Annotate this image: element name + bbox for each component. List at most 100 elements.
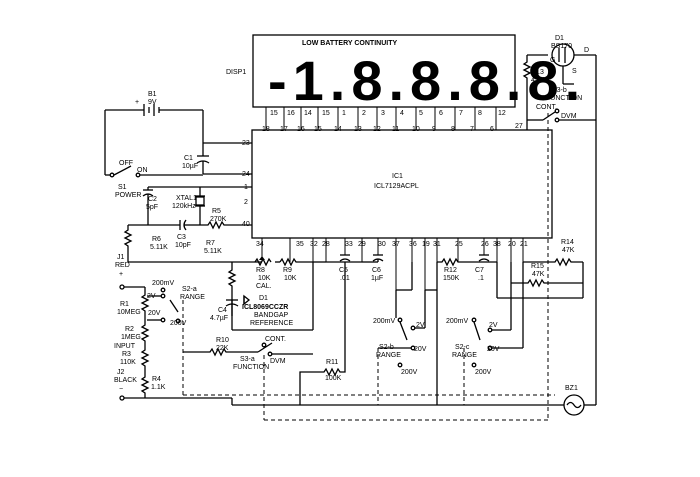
buzzer-bz1: BZ1 — [560, 385, 596, 416]
b1-ref: B1 — [148, 91, 157, 98]
ic-pin-10: 10 — [412, 126, 420, 133]
r12-value: 150K — [443, 275, 460, 282]
r10-ref: R10 — [216, 337, 229, 344]
resistor-r7: R7 5.11K — [204, 240, 237, 320]
d1-top-drain: D — [584, 47, 589, 54]
ic-pin-26: 26 — [481, 241, 489, 248]
ic-pin-35: 35 — [296, 241, 304, 248]
r14-ref: R14 — [561, 239, 574, 246]
input-jack-j2[interactable]: J2 BLACK − — [114, 369, 137, 401]
switch-s2c-range: 200mV 2V 20V 200V S2-c RANGE — [446, 262, 524, 405]
s3b-ref: S3-b — [552, 87, 567, 94]
disp-pin-15b: 15 — [322, 110, 330, 117]
d1-top-ref: D1 — [555, 35, 564, 42]
s2b-name: RANGE — [376, 352, 401, 359]
s2b-ref: S2-b — [379, 344, 394, 351]
d1-top-part: BS170 — [551, 43, 572, 50]
s2c-name: RANGE — [452, 352, 477, 359]
s3a-ref: S3-a — [240, 356, 255, 363]
s2c-pos-20v: 20V — [487, 346, 500, 353]
r3-ref: R3 — [122, 351, 131, 358]
s2a-pos-200v: 200V — [170, 320, 187, 327]
b1-value: 9V — [148, 99, 157, 106]
switch-s2b-range: 200mV 2V 20V 200V S2-b RANGE — [373, 290, 427, 405]
ic-pin-9: 9 — [432, 126, 436, 133]
ic-pin-21: 21 — [520, 241, 528, 248]
capacitor-c4: C4 4.7µF — [210, 299, 239, 322]
r8-value: 10K — [258, 275, 271, 282]
resistor-r6: R6 5.11K — [123, 224, 262, 263]
input-jack-j1[interactable]: J1 RED + — [115, 254, 145, 290]
r5-ref: R5 — [212, 208, 221, 215]
r9-value: 10K — [284, 275, 297, 282]
display-ref: DISP1 — [226, 69, 246, 76]
resistor-r14: R14 47K — [523, 239, 584, 283]
r15-ref: R15 — [531, 263, 544, 270]
s2c-pos-200v: 200V — [475, 369, 492, 376]
disp-pin-1: 1 — [342, 110, 346, 117]
d1-ref-part: ICL8069CCZR — [242, 304, 288, 311]
ic-pin-25: 25 — [455, 241, 463, 248]
c6-ref: C6 — [372, 267, 381, 274]
ic-pin-7: 7 — [470, 126, 474, 133]
d1-top-gate: G — [550, 57, 555, 64]
c5-ref: C5 — [339, 267, 348, 274]
s1-off: OFF — [119, 160, 133, 167]
ic-pin-30: 30 — [378, 241, 386, 248]
ic-pin-16: 16 — [297, 126, 305, 133]
reference-d1: D1 ICL8069CCZR BANDGAP REFERENCE — [231, 262, 314, 331]
ic-pin-19: 19 — [422, 241, 430, 248]
capacitor-c6: C6 1µF — [362, 254, 384, 282]
disp-pin-5: 5 — [419, 110, 423, 117]
s2b-pos-200v: 200V — [401, 369, 418, 376]
disp-pin-3: 3 — [381, 110, 385, 117]
j2-name: BLACK — [114, 377, 137, 384]
j2-sign: − — [119, 386, 123, 393]
r2-ref: R2 — [125, 326, 134, 333]
ic-pin-12: 12 — [373, 126, 381, 133]
s2a-name: RANGE — [180, 294, 205, 301]
ic-pin-34: 34 — [256, 241, 264, 248]
c7-value: .1 — [478, 275, 484, 282]
s3a-cont: CONT. — [265, 336, 286, 343]
display-pin-leads: 15 16 14 15 1 2 3 4 5 6 7 8 12 — [265, 107, 506, 130]
ic-pin-8: 8 — [451, 126, 455, 133]
d1-ref-line2: REFERENCE — [250, 320, 294, 327]
disp-pin-14: 14 — [304, 110, 312, 117]
ic-pin-20: 20 — [508, 241, 516, 248]
s2c-pos-200mv: 200mV — [446, 318, 469, 325]
r11-ref: R11 — [326, 359, 338, 366]
ic-pin-2: 2 — [244, 199, 248, 206]
switch-s2a-range: 200mV 2V 20V 200V S2-a RANGE — [147, 280, 555, 396]
c2-ref: C2 — [148, 196, 157, 203]
r2-value: 1MEG — [121, 334, 141, 341]
c3-value: 10pF — [175, 242, 191, 249]
ic-pin-36: 36 — [409, 241, 417, 248]
r11-value: 100K — [325, 375, 342, 382]
r1-ref: R1 — [120, 301, 129, 308]
j1-name: RED — [115, 262, 130, 269]
s1-on: ON — [137, 167, 148, 174]
capacitor-c7: C7 .1 — [470, 254, 497, 282]
c1-value: 10µF — [182, 163, 198, 170]
r7-ref: R7 — [206, 240, 215, 247]
display-digits: -1.8.8.8.8. — [268, 49, 586, 112]
disp-pin-16: 16 — [287, 110, 295, 117]
s3b-name: FUNCTION — [546, 95, 582, 102]
r4-ref: R4 — [152, 376, 161, 383]
display-caption: LOW BATTERY CONTINUITY — [302, 40, 397, 47]
c2-value: 5pF — [146, 204, 158, 211]
s2c-pos-2v: 2V — [489, 322, 498, 329]
ic-pin-17: 17 — [280, 126, 288, 133]
display-disp1: LOW BATTERY CONTINUITY DISP1 -1.8.8.8.8. — [226, 34, 586, 112]
s2b-pos-20v: 20V — [414, 346, 427, 353]
input-label: INPUT — [114, 343, 136, 350]
switch-s3a: CONT. S3-a FUNCTION DVM — [233, 336, 313, 420]
ic-pin-11: 11 — [392, 126, 399, 133]
d1-ref-line1: BANDGAP — [254, 312, 289, 319]
s2a-ref: S2-a — [182, 286, 197, 293]
s3a-dvm: DVM — [270, 358, 286, 365]
d1-top-source: S — [572, 68, 577, 75]
j1-ref: J1 — [117, 254, 125, 261]
battery-b1: B1 9V + — [104, 91, 204, 175]
